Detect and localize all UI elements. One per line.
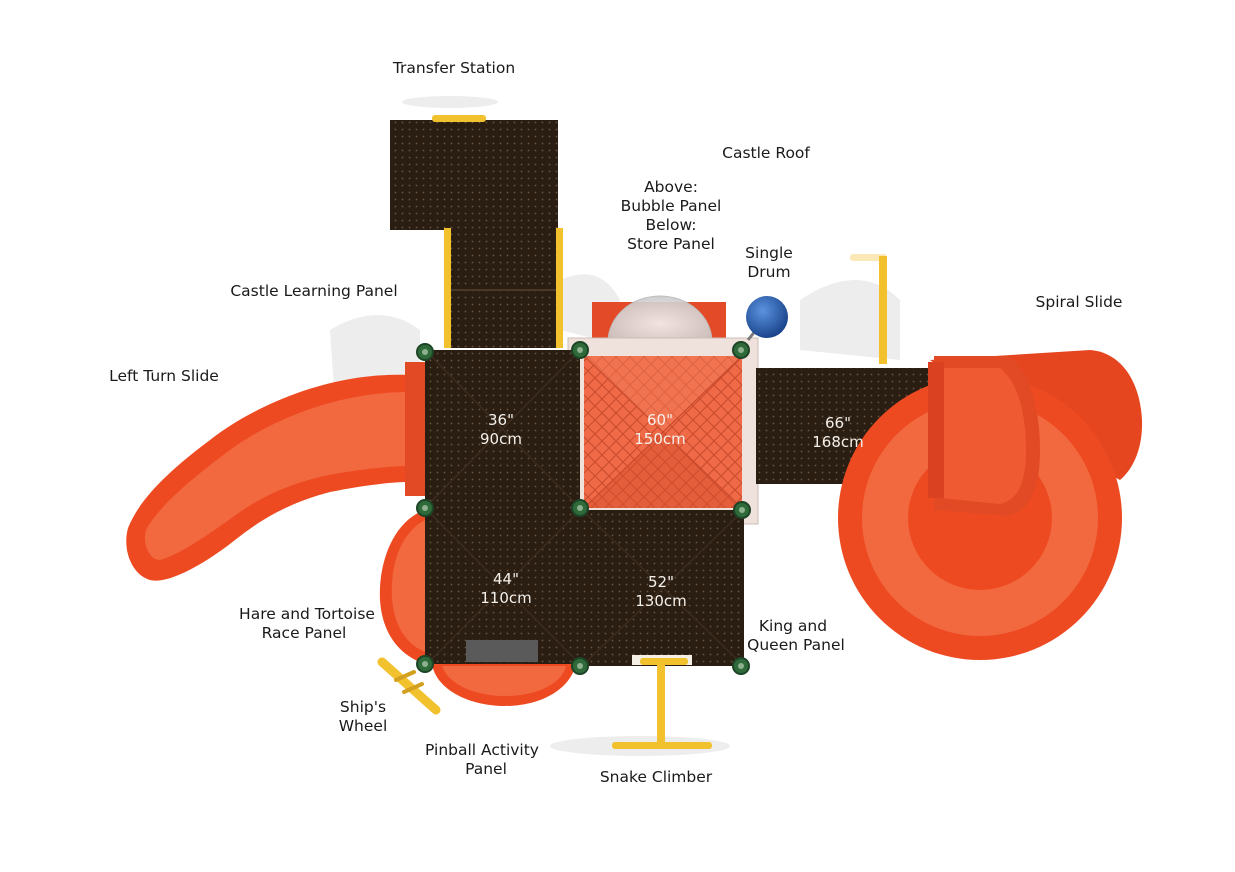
ships-wheel: [377, 657, 441, 715]
decks: [424, 349, 934, 667]
deck-36-in: 36": [488, 411, 514, 429]
label-single-drum-1: Single: [745, 244, 793, 262]
clamp-bolt: [577, 347, 583, 353]
deck-66-cm: 168cm: [812, 433, 864, 451]
label-bubble-panel: Bubble Panel: [621, 197, 722, 215]
label-hare-tortoise-1: Hare and Tortoise: [239, 605, 375, 623]
transfer-station: [390, 115, 563, 348]
label-ships-wheel-2: Wheel: [339, 717, 388, 735]
deck-60-cm: 150cm: [634, 430, 686, 448]
label-castle-learning-panel: Castle Learning Panel: [230, 282, 397, 300]
deck-52-in: 52": [648, 573, 674, 591]
label-store-below: Below:: [645, 216, 696, 234]
clamp-bolt: [422, 505, 428, 511]
label-pinball-2: Panel: [465, 760, 507, 778]
clamp-bolt: [422, 661, 428, 667]
snake-climber: [612, 658, 712, 749]
label-single-drum-2: Drum: [747, 263, 790, 281]
single-drum: [746, 296, 788, 341]
label-ships-wheel-1: Ship's: [340, 698, 386, 716]
clamp-bolt: [422, 349, 428, 355]
clamp-bolt: [739, 507, 745, 513]
deck-44-in: 44": [493, 570, 519, 588]
clamp-bolt: [577, 663, 583, 669]
deck-60-in: 60": [647, 411, 673, 429]
label-store-panel: Store Panel: [627, 235, 715, 253]
label-pinball-1: Pinball Activity: [425, 741, 539, 759]
deck-44-cm: 110cm: [480, 589, 532, 607]
castle-roof-section: [567, 295, 759, 525]
clamp-bolt: [738, 663, 744, 669]
deck-52-cm: 130cm: [635, 592, 687, 610]
label-hare-tortoise-2: Race Panel: [262, 624, 347, 642]
label-transfer-station: Transfer Station: [392, 59, 515, 77]
label-bubble-above: Above:: [644, 178, 698, 196]
post: [850, 254, 887, 364]
label-left-turn-slide: Left Turn Slide: [109, 367, 219, 385]
left-turn-slide: [126, 362, 431, 581]
label-snake-climber: Snake Climber: [600, 768, 713, 786]
pinball-panel: [432, 664, 576, 706]
label-castle-roof: Castle Roof: [722, 144, 810, 162]
hare-tortoise-panel: [379, 510, 425, 664]
deck-36-cm: 90cm: [480, 430, 522, 448]
spiral-slide: [838, 350, 1143, 660]
deck-66-in: 66": [825, 414, 851, 432]
label-spiral-slide: Spiral Slide: [1036, 293, 1123, 311]
clamp-bolt: [738, 347, 744, 353]
label-king-queen-1: King and: [759, 617, 827, 635]
deck-clamps: [416, 341, 751, 675]
clamp-bolt: [577, 505, 583, 511]
label-king-queen-2: Queen Panel: [747, 636, 845, 654]
